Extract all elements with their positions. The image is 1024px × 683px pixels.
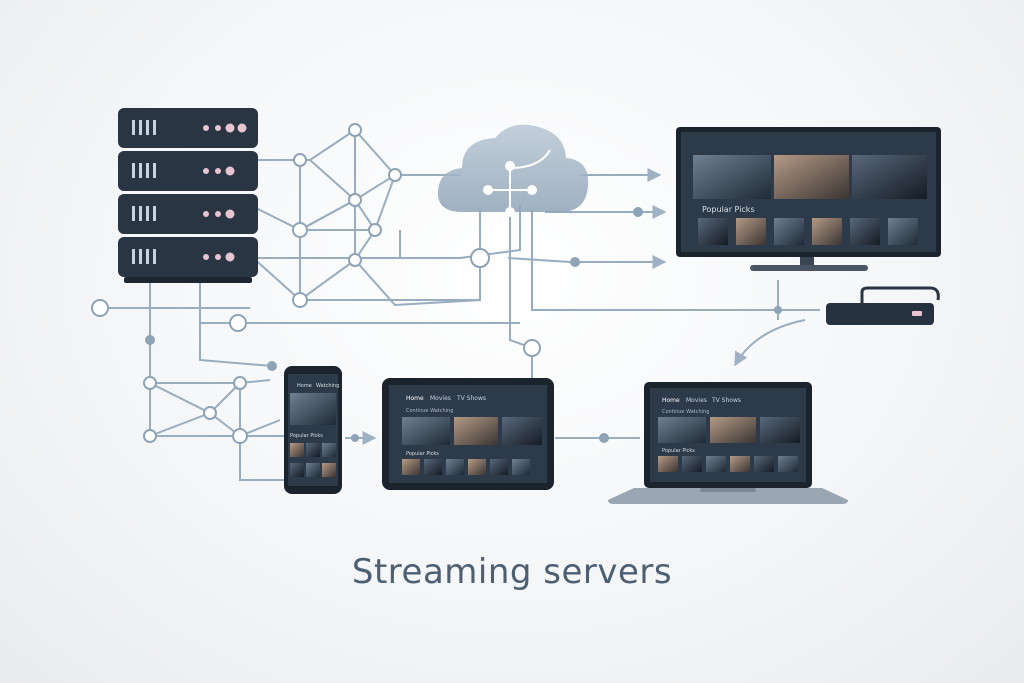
caption-title: Streaming servers	[351, 552, 673, 592]
network-dots	[145, 207, 782, 443]
tablet-icon: Home Movies TV Shows Continue Watching P…	[382, 378, 554, 490]
tablet-section-continue: Continue Watching	[406, 408, 453, 414]
tablet-nav-tvshows: TV Shows	[456, 395, 486, 402]
laptop-icon: Home Movies TV Shows Continue Watching P…	[608, 382, 848, 504]
laptop-section-popular: Popular Picks	[662, 448, 695, 454]
tv-row-label: Popular Picks	[702, 205, 755, 214]
phone-section-popular: Popular Picks	[290, 433, 323, 439]
phone-icon: Home Watching Popular Picks	[284, 366, 342, 494]
streaming-stick-icon	[826, 286, 940, 325]
laptop-nav-home: Home	[662, 397, 680, 404]
connection-lines	[100, 128, 820, 481]
tablet-nav-home: Home	[406, 395, 424, 402]
server-rack-icon	[118, 108, 258, 283]
laptop-nav-movies: Movies	[686, 397, 707, 404]
phone-nav-home: Home	[297, 383, 312, 389]
tablet-section-popular: Popular Picks	[406, 451, 439, 457]
cloud-icon	[437, 124, 589, 217]
laptop-nav-tvshows: TV Shows	[711, 397, 741, 404]
phone-nav-watching: Watching	[316, 383, 339, 389]
network-nodes	[91, 123, 541, 444]
laptop-section-continue: Continue Watching	[662, 409, 709, 415]
tablet-nav-movies: Movies	[430, 395, 451, 402]
tv-icon: Popular Picks	[676, 127, 941, 271]
